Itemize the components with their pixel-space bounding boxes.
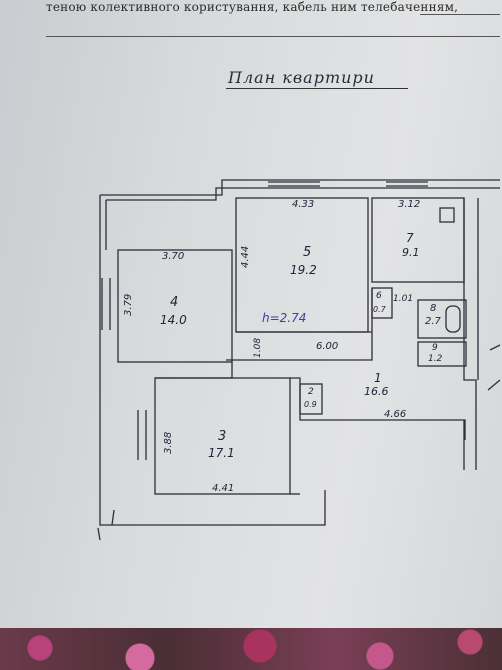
dimension-label: 4.33 [292,199,315,210]
blank-line [46,36,500,37]
document-page: теною колективного користування, кабель … [0,0,502,628]
room-number: 6 [376,291,382,301]
room-9-outline [417,341,467,367]
dimension-label: 1.01 [393,294,414,304]
plan-title: План квартири [228,68,375,87]
room-area: 2.7 [425,316,441,327]
room-number: 7 [406,231,414,245]
room-number: 2 [308,387,314,397]
ceiling-height-label: h=2.74 [262,311,307,325]
room-number: 4 [170,295,179,310]
title-underline [226,88,408,89]
room-4-outline [117,249,233,363]
room-area: 16.6 [364,385,389,398]
floor-plan-drawing [97,179,501,541]
dimension-label: 1.08 [253,337,263,358]
dimension-label: 3.79 [123,293,134,316]
room-area: 0.7 [373,305,386,314]
dimension-label: 3.88 [163,431,174,454]
room-8-outline [417,299,467,339]
room-area: 0.9 [304,400,317,409]
room-6-outline [371,287,393,319]
outer-wall-bottom-left [99,195,326,526]
room-number: 1 [374,371,382,385]
dimension-label: 3.70 [162,251,185,262]
room-area: 1.2 [428,354,443,364]
dimension-label: 6.00 [316,341,339,352]
room-area: 19.2 [290,263,317,277]
dimension-label: 4.41 [212,483,235,494]
room-7-outline [371,197,465,283]
room-2-outline [299,383,323,415]
room-number: 8 [430,303,437,314]
room-number: 5 [303,245,312,260]
room-number: 9 [432,343,438,353]
dimension-label: 3.12 [398,199,421,210]
background-fabric [0,628,502,670]
header-text: теною колективного користування, кабель … [46,0,459,14]
corridor-wall [290,377,466,440]
room-area: 14.0 [160,313,187,327]
dimension-label: 4.44 [240,245,251,268]
room-area: 17.1 [208,446,235,460]
dimension-label: 4.66 [384,409,407,420]
header-fill-line [420,14,500,15]
room-number: 3 [218,429,227,444]
room-area: 9.1 [402,246,420,259]
